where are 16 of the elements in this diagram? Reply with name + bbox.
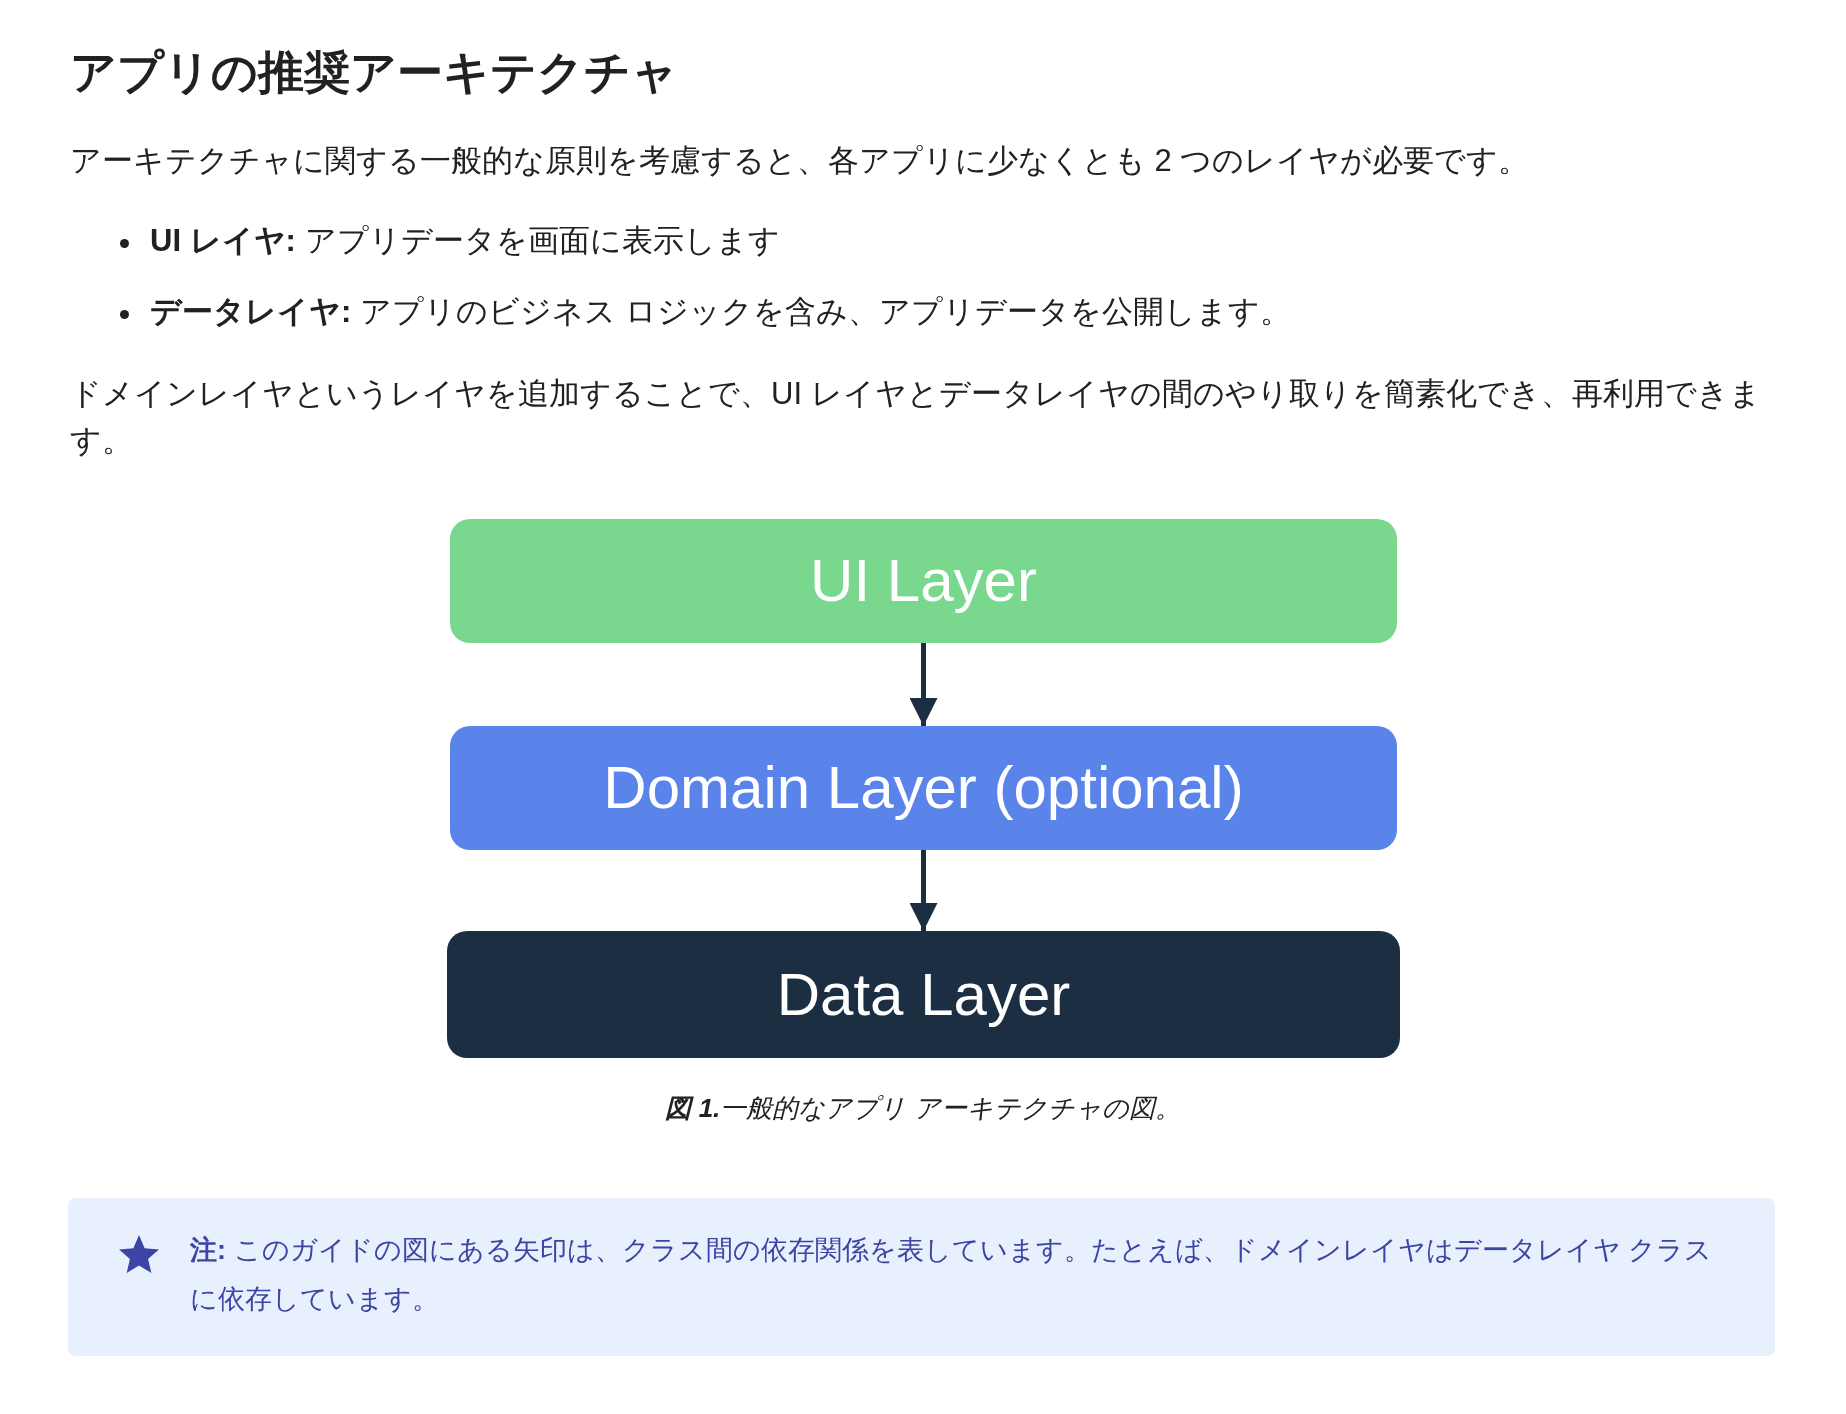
page-title: アプリの推奨アーキテクチャ bbox=[70, 45, 678, 100]
layer-label: Domain Layer (optional) bbox=[603, 753, 1244, 823]
list-item-text: データレイヤ: アプリのビジネス ロジックを含み、アプリデータを公開します。 bbox=[150, 293, 1291, 331]
layer-label: UI Layer bbox=[810, 546, 1037, 616]
note-text: 注: このガイドの図にある矢印は、クラス間の依存関係を表しています。たとえば、ドメインレイヤはデータレイヤ クラスに依存しています。 bbox=[190, 1234, 1713, 1316]
figure-caption: 図 1.一般的なアプリ アーキテクチャの図。 bbox=[665, 1092, 1181, 1125]
layer-box bbox=[450, 519, 1397, 643]
layer-box bbox=[450, 726, 1397, 850]
layer-label: Data Layer bbox=[776, 959, 1071, 1030]
paragraph: ドメインレイヤというレイヤを追加することで、UI レイヤとデータレイヤの間のやり取りを簡素化でき、再利用できます。 bbox=[70, 375, 1762, 460]
note-panel bbox=[68, 1198, 1775, 1356]
arrow bbox=[909, 850, 938, 931]
paragraph: アーキテクチャに関する一般的な原則を考慮すると、各アプリに少なくとも 2 つのレイヤが必要です。 bbox=[70, 142, 1530, 180]
list-item-text: UI レイヤ: アプリデータを画面に表示します bbox=[150, 222, 780, 260]
layer-box bbox=[447, 931, 1400, 1058]
arrow bbox=[909, 643, 938, 726]
